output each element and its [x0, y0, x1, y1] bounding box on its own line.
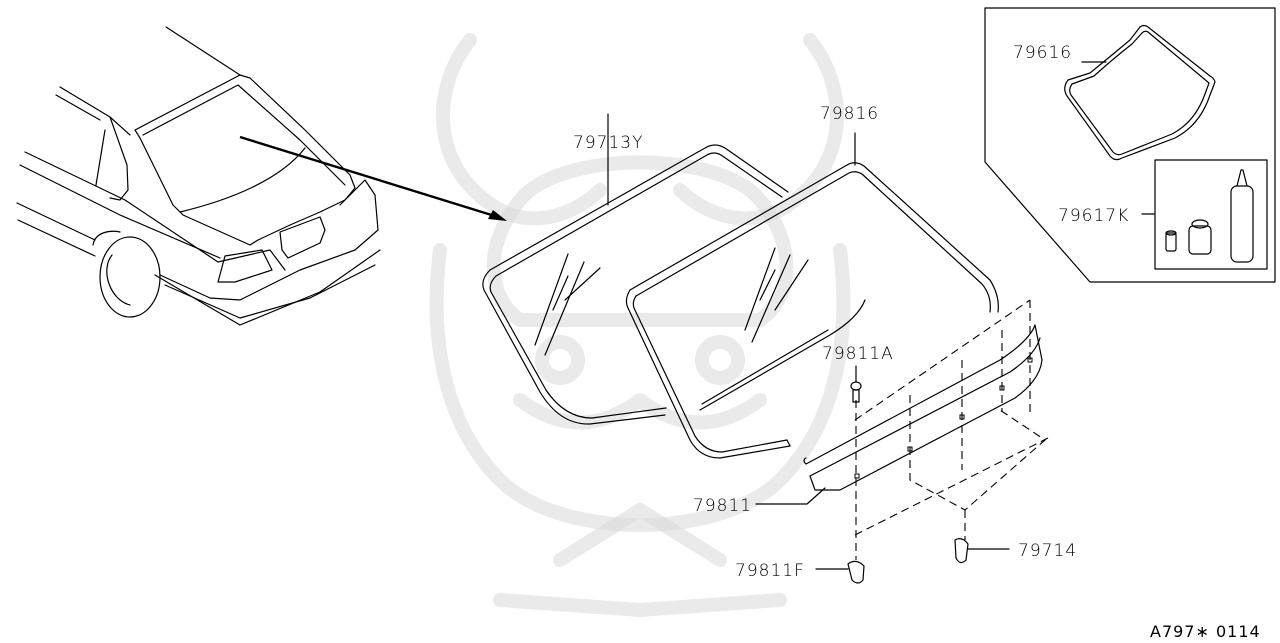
- vehicle-rear-view: [16, 26, 507, 326]
- inset-panel: [984, 7, 1276, 283]
- label-79713Y: 79713Y: [573, 133, 643, 153]
- part-79811F-clip[interactable]: [815, 560, 865, 584]
- pointer-arrow: [239, 135, 499, 219]
- label-79616: 79616: [1013, 43, 1072, 63]
- arrow-head-icon: [488, 210, 507, 221]
- label-79811A: 79811A: [822, 344, 894, 364]
- label-79811: 79811: [693, 496, 752, 516]
- label-79816: 79816: [820, 104, 879, 124]
- part-79714-clip[interactable]: [954, 538, 1010, 564]
- label-79811F: 79811F: [735, 561, 805, 581]
- part-79816-moulding[interactable]: [625, 132, 999, 459]
- leader-79811: [755, 487, 826, 505]
- part-79617K-kit[interactable]: [1154, 159, 1268, 270]
- part-79811-finisher[interactable]: [755, 299, 1049, 560]
- label-79617K: 79617K: [1058, 206, 1129, 226]
- part-79713Y-glass[interactable]: [482, 113, 789, 425]
- watermark-logo: [429, 33, 851, 617]
- diagram-code: A797∗ 0114: [1150, 622, 1261, 638]
- part-79811A-clip[interactable]: [850, 365, 862, 403]
- label-79714: 79714: [1018, 541, 1077, 561]
- part-79616-dam[interactable]: [1064, 24, 1216, 161]
